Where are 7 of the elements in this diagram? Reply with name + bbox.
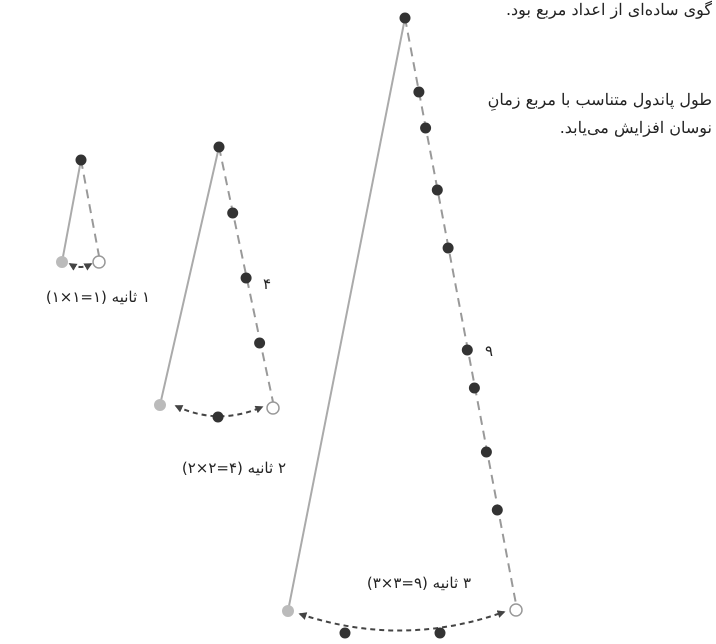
- period-label: ۱ ثانیه (۱×۱=۱): [46, 287, 150, 308]
- note-text: طول پاندول متناسب با مربع زمانِ نوسان افزایش می‌یابد.: [486, 89, 712, 139]
- segment-count: ۴: [263, 274, 272, 295]
- caption-text: گوی ساده‌ای از اعداد مربع بود.: [506, 0, 712, 21]
- segment-count: ۹: [485, 341, 494, 362]
- period-label: ۳ ثانیه (۳×۳=۹): [366, 573, 471, 594]
- period-label: ۲ ثانیه (۲×۲=۴): [182, 458, 286, 479]
